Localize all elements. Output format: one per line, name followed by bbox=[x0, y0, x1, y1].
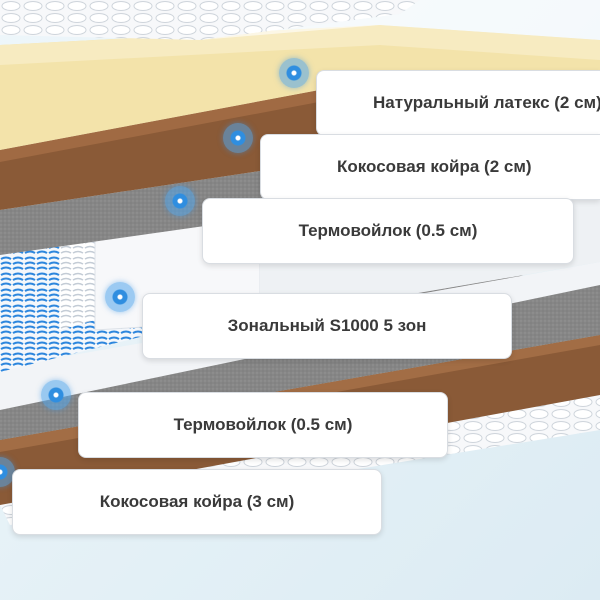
layer-label-text: Термовойлок (0.5 см) bbox=[298, 221, 478, 240]
top-cover bbox=[0, 0, 420, 40]
layer-label-latex: Натуральный латекс (2 см) bbox=[316, 70, 600, 136]
layer-label-text: Кокосовая койра (3 см) bbox=[99, 492, 295, 511]
info-dot-icon[interactable] bbox=[41, 380, 71, 410]
layer-label-text: Натуральный латекс (2 см) bbox=[373, 93, 600, 112]
layer-label-felt-top: Термовойлок (0.5 см) bbox=[202, 198, 574, 264]
layer-label-text: Зональный S1000 5 зон bbox=[227, 316, 427, 335]
info-dot-icon[interactable] bbox=[223, 123, 253, 153]
layer-label-text: Термовойлок (0.5 см) bbox=[173, 415, 353, 434]
info-dot-icon[interactable] bbox=[165, 186, 195, 216]
info-dot-icon[interactable] bbox=[0, 457, 15, 487]
info-dot-icon[interactable] bbox=[279, 58, 309, 88]
layer-label-coir-bottom: Кокосовая койра (3 см) bbox=[12, 469, 382, 535]
layer-label-felt-bottom: Термовойлок (0.5 см) bbox=[78, 392, 448, 458]
info-dot-icon[interactable] bbox=[105, 282, 135, 312]
layer-label-coir-top: Кокосовая койра (2 см) bbox=[260, 134, 600, 200]
layer-label-text: Кокосовая койра (2 см) bbox=[337, 157, 532, 176]
layer-label-springs: Зональный S1000 5 зон bbox=[142, 293, 512, 359]
